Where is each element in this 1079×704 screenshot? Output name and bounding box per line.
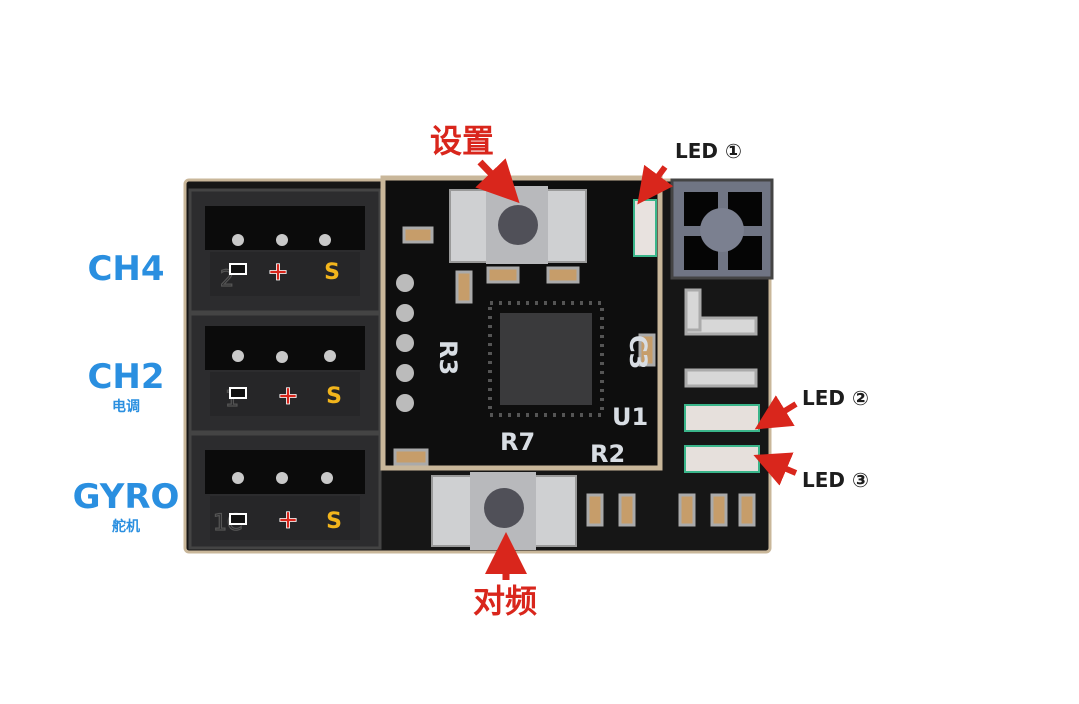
led-1 (633, 199, 657, 257)
led1-label: LED ① (675, 139, 742, 163)
pin-labels-ch2: + S (229, 381, 342, 411)
led-2 (684, 404, 760, 432)
silk-r3: R3 (434, 340, 462, 375)
silk-r2: R2 (590, 440, 625, 468)
bind-label: 对频 (473, 582, 537, 620)
castellated-pads (396, 274, 414, 412)
led2-arrow (754, 395, 798, 430)
setup-arrow (475, 158, 520, 204)
svg-text:+: + (277, 505, 299, 535)
port-label-ch4: CH4 (87, 249, 164, 289)
silk-c3: C3 (624, 335, 652, 369)
pin-labels-gyro: + S (229, 505, 342, 535)
led2-label: LED ② (802, 386, 869, 410)
led-3 (684, 445, 760, 473)
connector-ch4 (188, 188, 382, 314)
silk-r7: R7 (500, 428, 535, 456)
svg-text:S: S (326, 509, 342, 534)
mcu-chip (500, 313, 592, 405)
led3-arrow (753, 452, 798, 486)
svg-text:S: S (326, 384, 342, 409)
svg-text:+: + (277, 381, 299, 411)
bind-button[interactable] (431, 472, 577, 550)
connector-ch2 (188, 312, 382, 434)
led3-label: LED ③ (802, 468, 869, 492)
connector-gyro (188, 432, 382, 550)
smd-components (393, 226, 758, 527)
port-sub-gyro: 舵机 (112, 518, 140, 535)
svg-text:S: S (324, 260, 340, 285)
setup-label: 设置 (430, 122, 494, 160)
led1-arrow (637, 164, 674, 205)
pin-labels-ch4: + S (229, 257, 340, 287)
svg-text:+: + (267, 257, 289, 287)
port-sub-ch2: 电调 (112, 398, 140, 415)
silk-u1: U1 (612, 403, 648, 431)
antenna-connector (670, 178, 774, 280)
port-label-gyro: GYRO (73, 477, 180, 517)
port-label-ch2: CH2 (87, 357, 164, 397)
setup-button[interactable] (449, 186, 587, 264)
